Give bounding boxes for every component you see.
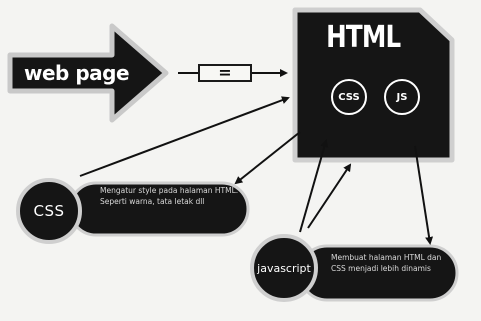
html-css-badge: CSS	[331, 79, 367, 115]
css-description: Mengatur style pada halaman HTML. Sepert…	[100, 186, 239, 206]
css-circle-shape	[16, 178, 82, 244]
css-to-html-arrow	[79, 96, 290, 177]
equals-box: =	[198, 64, 252, 82]
webpage-arrow-shape	[7, 23, 169, 123]
javascript-description: Membuat halaman HTML dan CSS menjadi leb…	[331, 253, 442, 273]
js-to-html-arrow-1	[307, 163, 352, 229]
javascript-label: javascript	[257, 261, 311, 275]
css-label: CSS	[33, 202, 65, 220]
javascript-circle-shape	[250, 234, 318, 302]
html-js-badge: JS	[384, 79, 420, 115]
html-to-js-arrow	[414, 145, 434, 245]
js-to-html-arrow-2	[299, 139, 329, 233]
html-title: HTML	[326, 20, 401, 55]
html-to-css-arrow	[234, 131, 301, 185]
